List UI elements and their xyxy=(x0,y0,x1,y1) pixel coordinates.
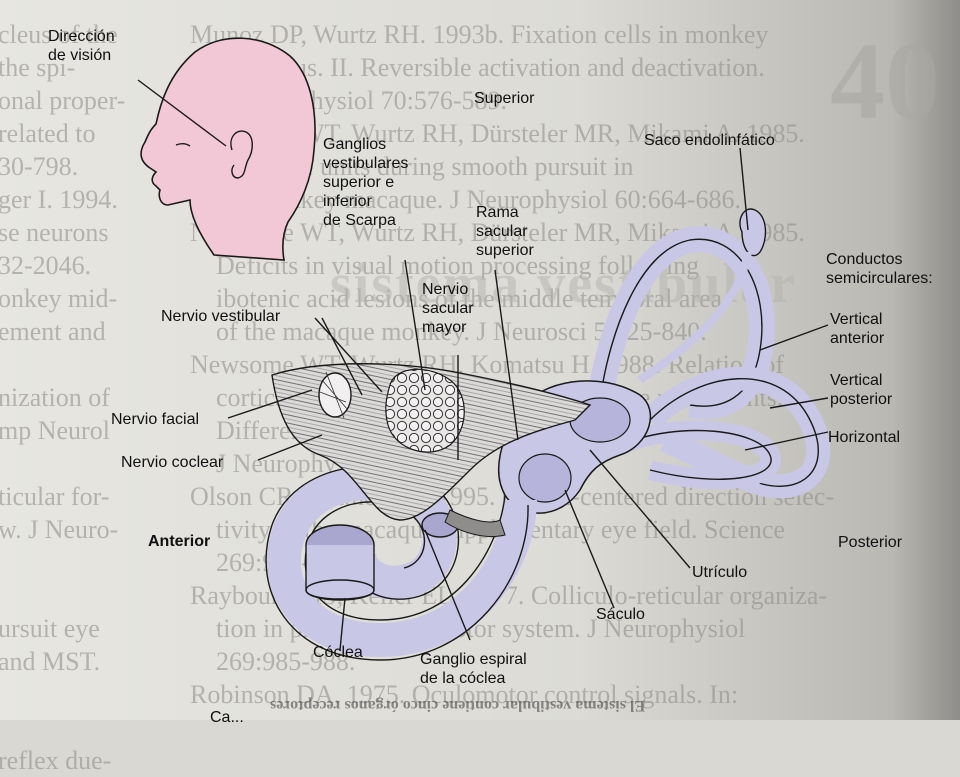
background-page-number: 40 xyxy=(830,20,940,142)
label-ganglio-espiral: Ganglio espiral de la cóclea xyxy=(420,651,527,687)
label-saculo: Sáculo xyxy=(596,606,645,623)
label-utriculo: Utrículo xyxy=(692,564,748,581)
label-bottom-cut: Ca... xyxy=(210,709,244,726)
label-direccion-vision: Dirección de visión xyxy=(48,28,115,64)
label-rama-sacular: Rama sacular superior xyxy=(476,204,534,259)
label-coclea: Cóclea xyxy=(313,644,363,661)
semicircular-canals xyxy=(587,226,831,499)
label-vertical-posterior: Vertical posterior xyxy=(830,372,893,408)
label-posterior: Posterior xyxy=(838,534,903,551)
leader-lines xyxy=(137,79,829,651)
saccule xyxy=(518,453,572,503)
label-superior: Superior xyxy=(474,90,535,107)
label-nervio-vestibular: Nervio vestibular xyxy=(161,308,281,325)
label-nervio-facial: Nervio facial xyxy=(111,411,200,428)
spiral-ganglion xyxy=(444,509,506,538)
label-nervio-sacular: Nervio sacular mayor xyxy=(422,281,474,336)
label-ganglios-scarpa: Ganglios vestibulares superior e inferio… xyxy=(323,136,409,229)
label-horizontal: Horizontal xyxy=(828,429,901,446)
scarpa-ganglia xyxy=(385,368,465,453)
label-anterior: Anterior xyxy=(148,533,211,550)
cochlea xyxy=(265,465,537,661)
ear-icon xyxy=(230,130,253,179)
label-nervio-coclear: Nervio coclear xyxy=(121,454,224,471)
label-vertical-anterior: Vertical anterior xyxy=(830,311,885,347)
inner-ear-diagram xyxy=(137,37,831,661)
head-silhouette xyxy=(140,37,316,261)
label-conductos-semicirculares: Conductos semicirculares: xyxy=(826,251,933,287)
background-heading: sistema vestibular xyxy=(330,253,797,315)
label-saco-endolinfatico: Saco endolinfático xyxy=(644,132,775,149)
